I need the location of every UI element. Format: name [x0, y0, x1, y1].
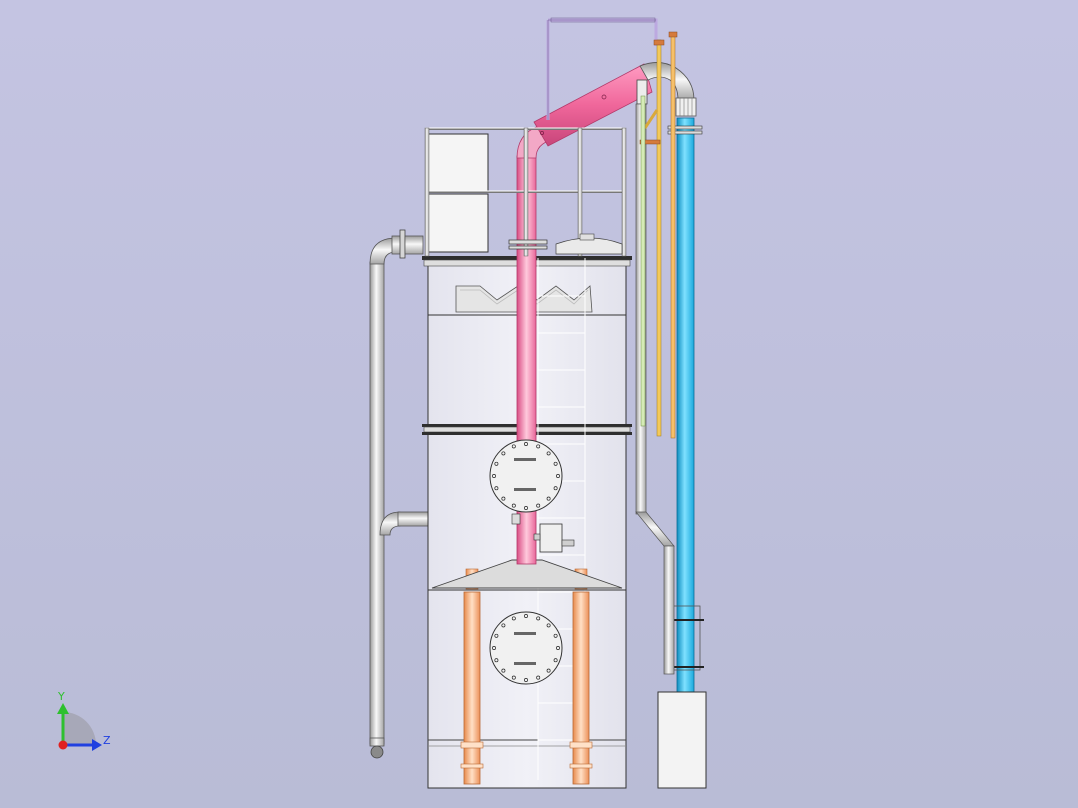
manhole-bolt	[546, 623, 551, 628]
manhole-bolt	[536, 444, 541, 449]
manhole-bolt	[494, 486, 499, 491]
manhole-bolt	[511, 503, 516, 508]
manhole-bolt	[524, 614, 528, 618]
axis-z-label: Z	[103, 734, 111, 747]
manhole-bolt	[492, 646, 496, 650]
manhole-bolt	[501, 451, 506, 456]
manhole-bolt	[546, 451, 551, 456]
manhole-bolt	[556, 646, 560, 650]
manhole-bolt	[536, 503, 541, 508]
manhole-bolt	[494, 658, 499, 663]
manhole-bolt	[492, 474, 496, 478]
internal-ladder	[537, 258, 586, 780]
manhole-bolt	[524, 678, 528, 682]
manhole-bolt	[511, 616, 516, 621]
manhole-bolt	[536, 675, 541, 680]
manhole-bolt	[536, 616, 541, 621]
manhole-bolt	[553, 658, 558, 663]
yellow-sample-line	[639, 31, 678, 439]
axis-triad-icon: Y Z	[57, 690, 111, 751]
manhole-bolt	[511, 444, 516, 449]
manhole-bolt	[553, 633, 558, 638]
upper-manhole[interactable]	[489, 439, 563, 513]
green-level-line	[640, 95, 646, 427]
manhole-bolt	[494, 633, 499, 638]
manhole-bolt	[524, 506, 528, 510]
manhole-bolt	[556, 474, 560, 478]
manhole-bolt	[553, 486, 558, 491]
manhole-bolt	[494, 461, 499, 466]
circulation-tank[interactable]	[657, 691, 707, 789]
lavender-instrument-line	[546, 17, 658, 120]
manhole-bolt	[501, 668, 506, 673]
manhole-bolt	[511, 675, 516, 680]
manhole-bolt	[524, 442, 528, 446]
lower-manhole[interactable]	[489, 611, 563, 685]
spray-header	[511, 513, 575, 553]
manhole-bolt	[546, 668, 551, 673]
manhole-bolt	[553, 461, 558, 466]
top-platform[interactable]	[424, 127, 627, 257]
top-gooseneck-elbow	[636, 62, 697, 117]
manhole-bolt	[501, 496, 506, 501]
manhole-bolt	[501, 623, 506, 628]
axis-y-label: Y	[57, 690, 65, 703]
conical-distributor	[428, 559, 626, 591]
manhole-bolt	[546, 496, 551, 501]
